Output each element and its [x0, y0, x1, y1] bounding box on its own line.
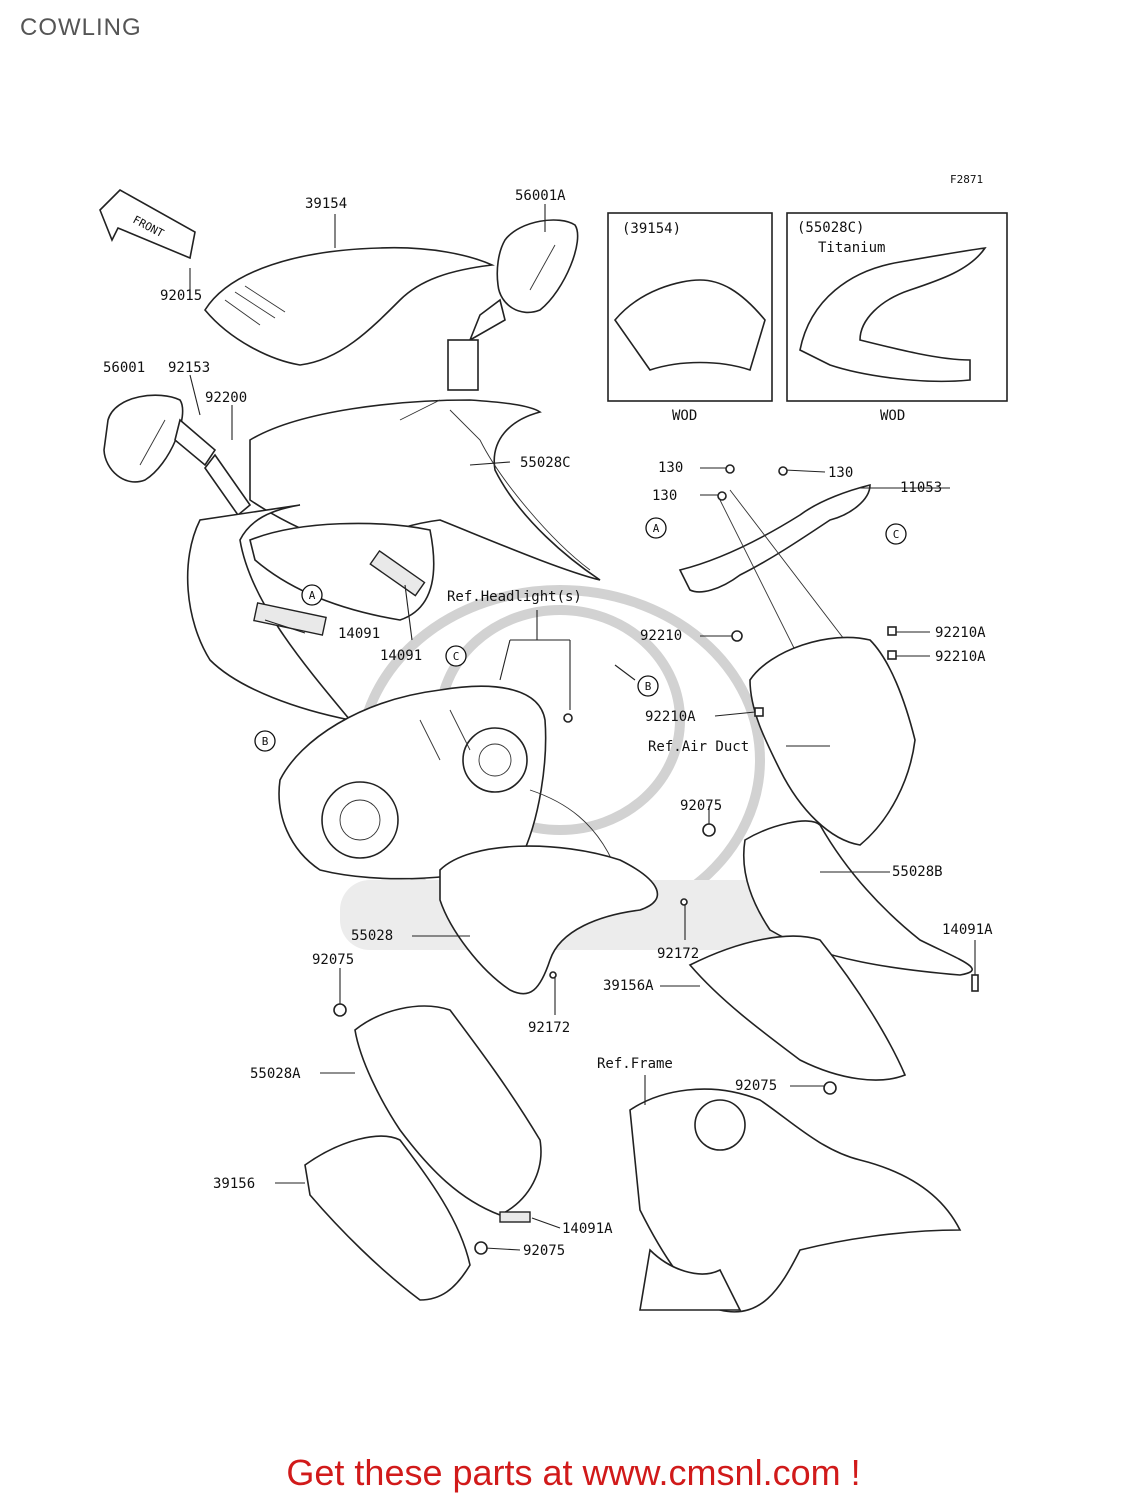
windshield-shape	[204, 246, 495, 366]
figure-code: F2871	[950, 173, 983, 186]
callout-b-left: B	[254, 730, 276, 752]
label-92075-d: 92075	[523, 1243, 565, 1259]
label-14091-b: 14091	[380, 648, 422, 664]
label-55028C: 55028C	[520, 455, 571, 471]
label-92172-b: 92172	[528, 1020, 570, 1036]
callout-c-headlight: C	[445, 645, 467, 667]
svg-text:B: B	[645, 680, 652, 693]
label-92153: 92153	[168, 360, 210, 376]
label-92210A-a: 92210A	[935, 625, 986, 641]
mirror-left-shape	[103, 394, 252, 517]
inset-left-ref: (39154)	[622, 221, 681, 237]
callout-b-right: B	[637, 675, 659, 697]
label-14091-a: 14091	[338, 626, 380, 642]
label-56001: 56001	[103, 360, 145, 376]
label-14091A-a: 14091A	[942, 922, 993, 938]
page-title: COWLING	[20, 14, 142, 41]
label-39156A: 39156A	[603, 978, 654, 994]
svg-text:C: C	[453, 650, 460, 663]
label-92200: 92200	[205, 390, 247, 406]
inner-panel-left-shape	[304, 1135, 471, 1301]
inset-right-ref: (55028C)	[797, 220, 864, 236]
label-56001A: 56001A	[515, 188, 566, 204]
label-92075-c: 92075	[735, 1078, 777, 1094]
lower-cowl-left-shape	[354, 1005, 542, 1216]
svg-text:C: C	[893, 528, 900, 541]
label-11053: 11053	[900, 480, 942, 496]
label-92015: 92015	[160, 288, 202, 304]
svg-text:B: B	[262, 735, 269, 748]
label-92210: 92210	[640, 628, 682, 644]
label-14091A-b: 14091A	[562, 1221, 613, 1237]
ref-headlight-label: Ref.Headlight(s)	[447, 589, 582, 605]
label-55028B: 55028B	[892, 864, 943, 880]
label-92075-a: 92075	[680, 798, 722, 814]
inset-right-material: Titanium	[818, 240, 885, 256]
leader-lines	[189, 204, 976, 1251]
inset-left-note: WOD	[672, 408, 697, 424]
ref-air-duct-label: Ref.Air Duct	[648, 739, 749, 755]
ref-frame-label: Ref.Frame	[597, 1056, 673, 1072]
svg-text:A: A	[653, 522, 660, 535]
label-55028: 55028	[351, 928, 393, 944]
callout-a-upper: A	[301, 584, 323, 606]
inner-panel-right-shape	[688, 935, 907, 1081]
under-cowl-center-shape	[439, 845, 659, 995]
front-arrow-icon: FRONT	[99, 189, 196, 260]
callout-c-bracket: C	[885, 523, 907, 545]
callout-a-right: A	[645, 517, 667, 539]
label-130-b: 130	[652, 488, 677, 504]
label-39156: 39156	[213, 1176, 255, 1192]
fasteners	[333, 464, 979, 1255]
label-92210A-c: 92210A	[645, 709, 696, 725]
label-39154: 39154	[305, 196, 347, 212]
label-130-a: 130	[658, 460, 683, 476]
air-duct-shape	[749, 636, 916, 846]
label-92172-a: 92172	[657, 946, 699, 962]
label-55028A: 55028A	[250, 1066, 301, 1082]
stay-bracket-shape	[678, 483, 871, 661]
mirror-right-shape	[447, 219, 579, 391]
label-92210A-b: 92210A	[935, 649, 986, 665]
label-130-c: 130	[828, 465, 853, 481]
svg-text:A: A	[309, 589, 316, 602]
inset-right-note: WOD	[880, 408, 905, 424]
label-92075-b: 92075	[312, 952, 354, 968]
footer-link[interactable]: Get these parts at www.cmsnl.com !	[286, 1452, 861, 1493]
